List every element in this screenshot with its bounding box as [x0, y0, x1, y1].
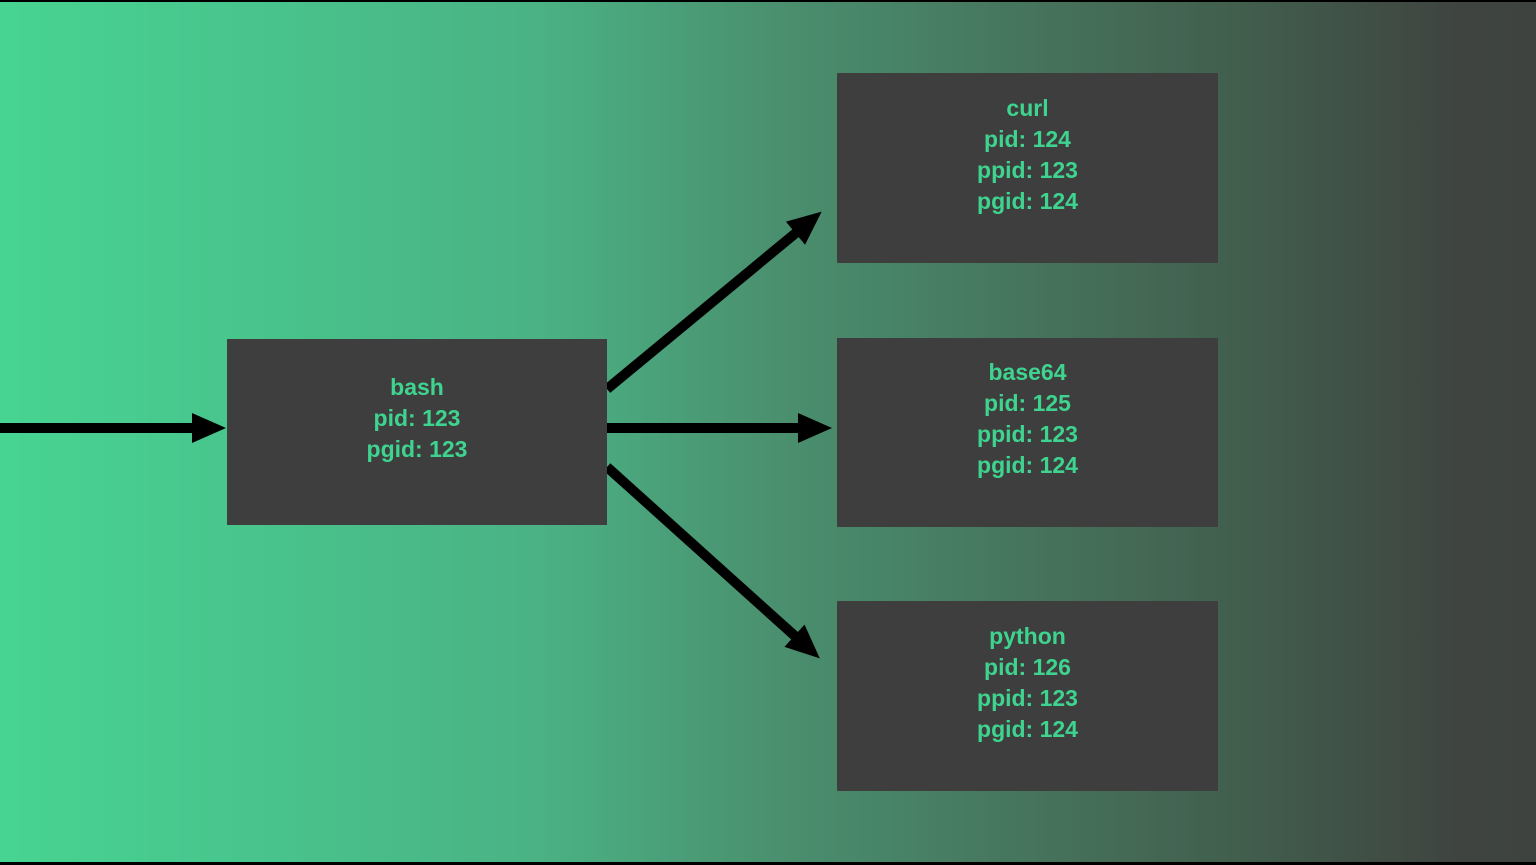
process-name: base64	[988, 359, 1067, 385]
process-pid: pid: 124	[984, 125, 1071, 152]
bottom-border-bar	[0, 862, 1536, 865]
process-node-curl: curl pid: 124 ppid: 123 pgid: 124	[837, 73, 1218, 263]
process-name: curl	[1006, 94, 1049, 121]
process-node-python: python pid: 126 ppid: 123 pgid: 124	[837, 601, 1218, 791]
process-ppid: ppid: 123	[977, 156, 1078, 183]
process-pid: pid: 126	[984, 653, 1071, 680]
process-pgid: pgid: 124	[977, 715, 1078, 742]
process-name: python	[989, 622, 1066, 649]
process-pid: pid: 123	[373, 405, 461, 431]
process-name: bash	[390, 374, 444, 400]
arrow-bash-to-python	[603, 463, 820, 659]
process-pgid: pgid: 123	[366, 436, 468, 462]
process-ppid: ppid: 123	[977, 421, 1078, 447]
process-pgid: pgid: 124	[977, 187, 1078, 214]
arrow-bash-to-curl	[603, 211, 822, 393]
process-pgid: pgid: 124	[977, 452, 1078, 478]
top-border-bar	[0, 0, 1536, 2]
process-pid: pid: 125	[984, 390, 1071, 416]
process-node-base64: base64 pid: 125 ppid: 123 pgid: 124	[837, 338, 1218, 527]
process-ppid: ppid: 123	[977, 684, 1078, 711]
process-node-bash: bash pid: 123 pgid: 123	[227, 339, 607, 525]
